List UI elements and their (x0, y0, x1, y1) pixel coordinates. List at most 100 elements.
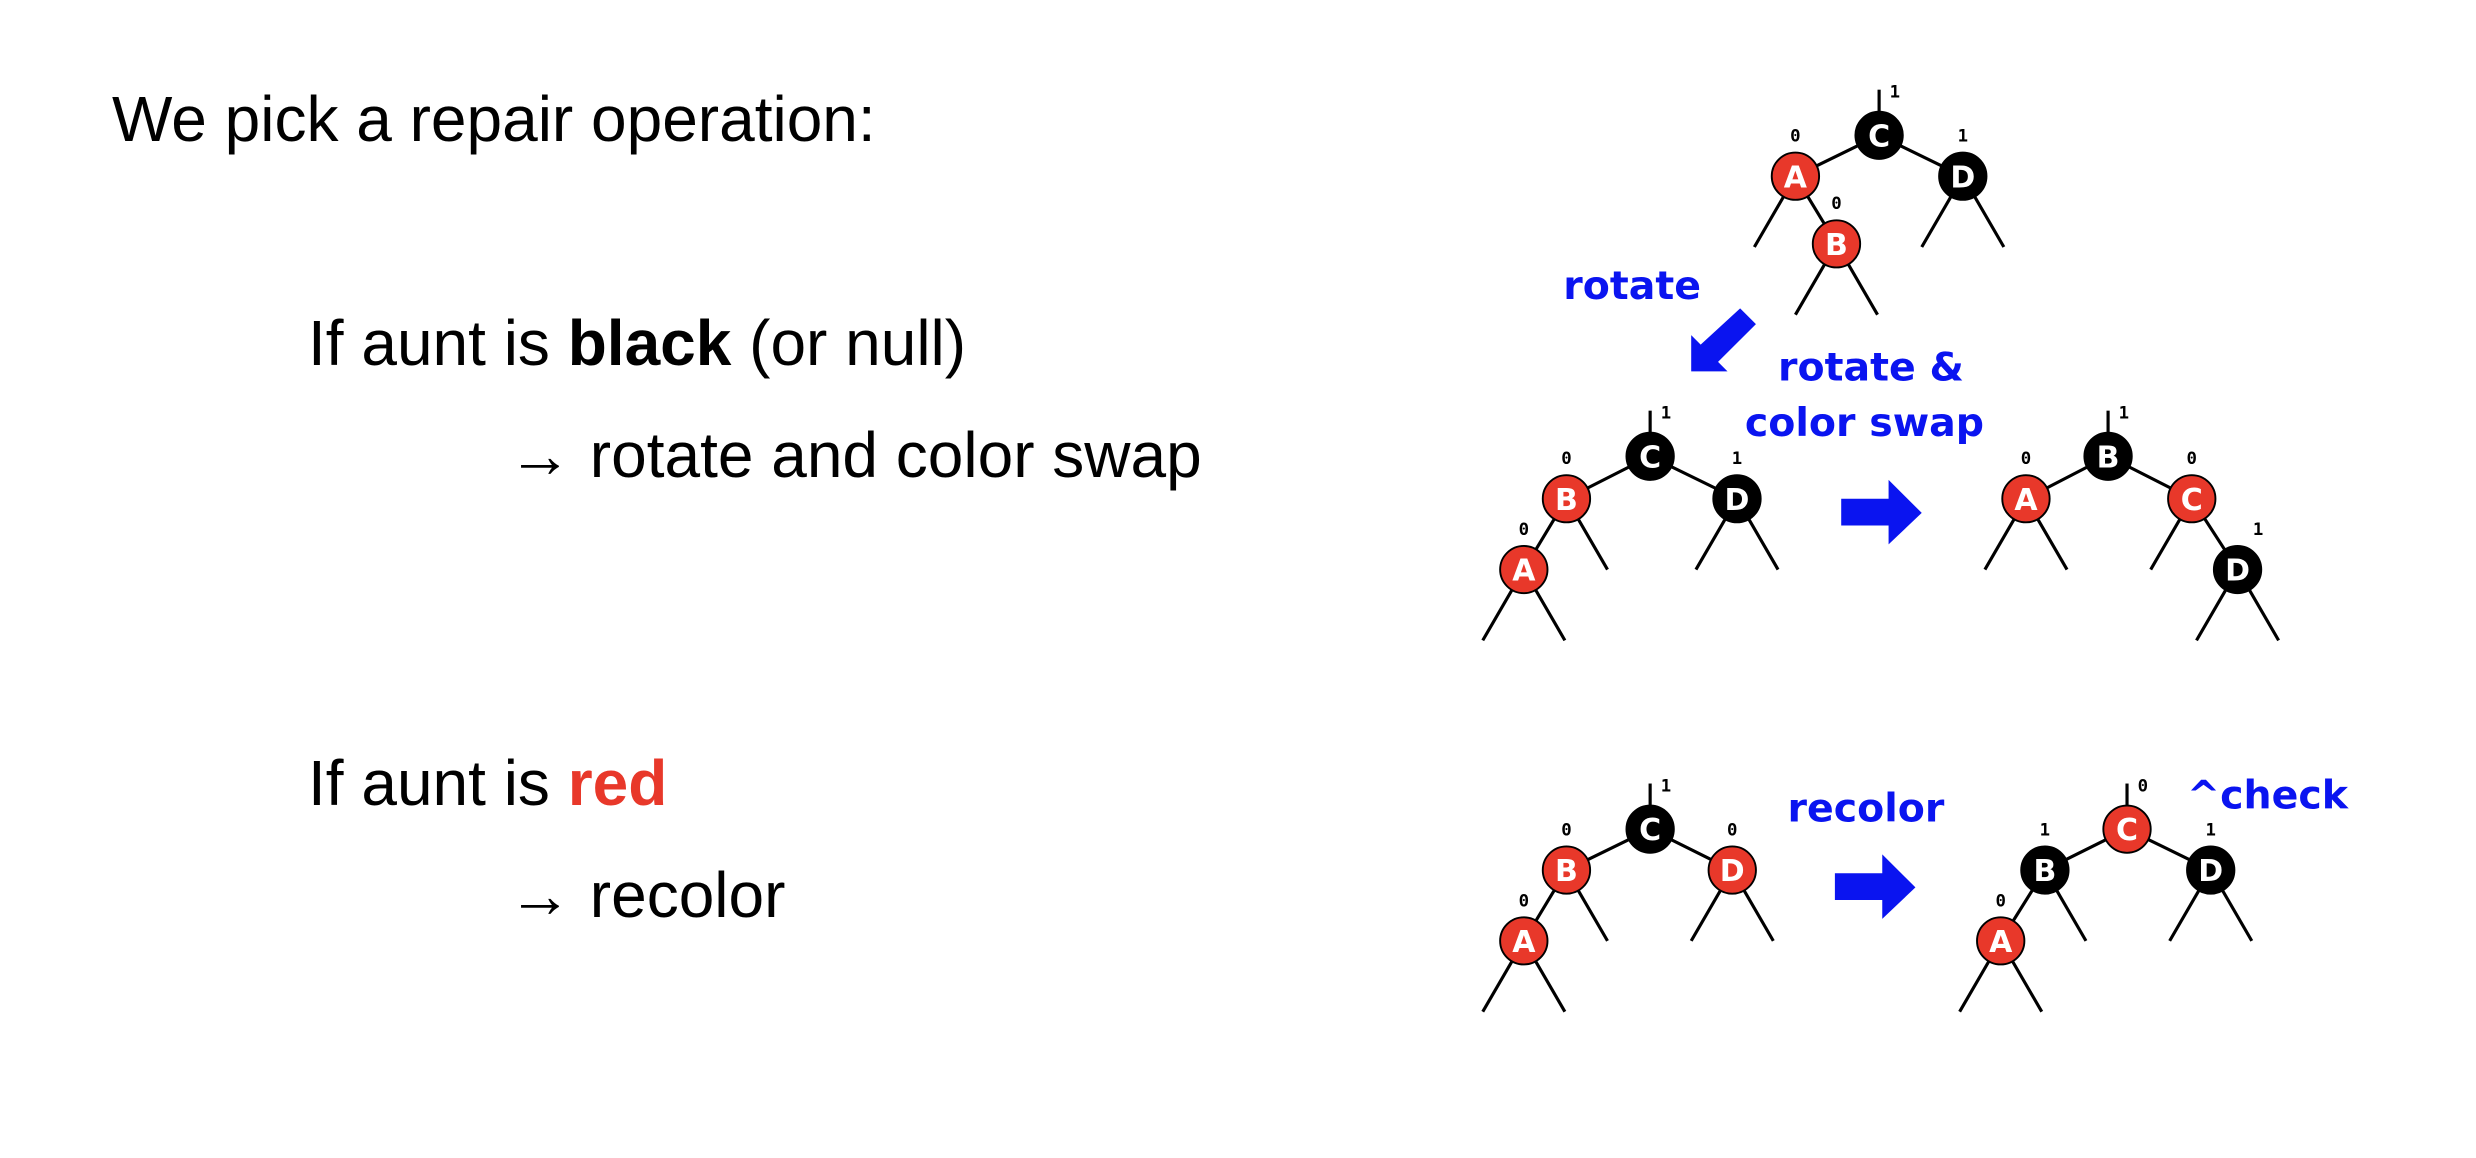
black-height-label: 1 (2119, 404, 2129, 424)
case-black-action-text: rotate and color swap (572, 419, 1202, 491)
node-circle (2212, 545, 2263, 595)
tree-node-a: A0 (2001, 449, 2051, 524)
node-circle (1499, 545, 1549, 595)
node-circle (2020, 845, 2070, 895)
black-height-label: 0 (2187, 449, 2197, 469)
tree-node-c: C0 (2102, 776, 2152, 854)
node-key: D (2198, 854, 2223, 889)
tree-node-c: C1 (1854, 83, 1904, 160)
black-height-label: 1 (1661, 404, 1671, 424)
black-height-label: 0 (1727, 820, 1737, 840)
tree-node-b: B0 (1541, 449, 1592, 524)
check-label: ^check (2187, 773, 2349, 819)
tree-node-c: C1 (1625, 404, 1675, 481)
tree-node-d: D1 (2186, 820, 2236, 895)
node-circle (1499, 916, 1549, 966)
node-circle (2083, 431, 2133, 481)
node-key: D (2225, 554, 2250, 589)
node-key: A (2014, 483, 2038, 518)
rotate-swap-label-line2: color swap (1745, 400, 1984, 446)
tree-node-d: D1 (1938, 127, 1988, 201)
black-height-label: 1 (1661, 776, 1671, 796)
node-circle (1625, 804, 1675, 854)
node-key: C (1639, 440, 1661, 475)
diagonal-arrow-icon (1691, 308, 1756, 372)
node-circle (2167, 474, 2217, 524)
black-height-label: 0 (2021, 449, 2031, 469)
node-circle (1854, 110, 1904, 160)
recolor-label: recolor (1788, 785, 1945, 831)
node-circle (1541, 845, 1592, 895)
black-height-label: 1 (2253, 520, 2263, 540)
tree-node-a: A0 (1499, 891, 1549, 966)
node-key: D (1725, 483, 1750, 518)
node-key: C (2116, 813, 2138, 848)
tree-node-d: D1 (2212, 520, 2263, 595)
right-arrow-icon (1834, 854, 1916, 919)
node-key: B (2097, 440, 2120, 475)
black-height-label: 0 (1561, 449, 1571, 469)
node-circle (2001, 474, 2051, 524)
tree-node-b: B1 (2083, 404, 2133, 481)
black-height-label: 0 (1561, 820, 1571, 840)
node-circle (1938, 151, 1988, 201)
tree-node-d: D0 (1707, 820, 1757, 895)
black-height-label: 1 (1890, 83, 1900, 103)
black-height-label: 0 (1519, 520, 1529, 540)
node-circle (1541, 474, 1592, 524)
node-circle (1707, 845, 1757, 895)
node-key: A (1512, 554, 1536, 589)
tree-node-b: B0 (1811, 194, 1862, 269)
case-black-action: → rotate and color swap (508, 418, 1202, 492)
tree-node-d: D1 (1712, 449, 1762, 524)
node-circle (2102, 804, 2152, 854)
node-key: B (1555, 854, 1578, 889)
node-circle (1976, 916, 2026, 966)
tree-node-a: A0 (1770, 127, 1821, 201)
node-key: C (1868, 119, 1890, 154)
rotate-swap-label-line1: rotate & (1778, 345, 1964, 391)
right-arrow-icon: → (508, 419, 572, 491)
black-height-label: 0 (1519, 891, 1529, 911)
case-red-action: → recolor (508, 858, 785, 932)
case-red-action-text: recolor (572, 859, 786, 931)
right-arrow-icon: → (508, 859, 572, 931)
black-height-label: 0 (1790, 127, 1800, 147)
node-key: A (1989, 925, 2013, 960)
black-height-label: 1 (1732, 449, 1742, 469)
node-key: D (1720, 854, 1745, 889)
node-key: B (1825, 228, 1848, 263)
node-key: B (1555, 483, 1578, 518)
tree-node-a: A0 (1976, 891, 2026, 966)
node-circle (1770, 151, 1821, 201)
node-circle (2186, 845, 2236, 895)
case-black-condition: If aunt is black (or null) (308, 306, 966, 380)
case-red-prefix: If aunt is (308, 747, 568, 819)
black-height-label: 0 (2138, 776, 2148, 796)
right-arrow-icon (1841, 479, 1922, 545)
node-key: D (1950, 160, 1975, 195)
black-height-label: 1 (1958, 127, 1968, 147)
black-height-label: 0 (1831, 194, 1841, 214)
node-circle (1712, 474, 1762, 524)
rotate-label: rotate (1563, 263, 1701, 309)
case-red-condition: If aunt is red (308, 746, 667, 820)
node-key: C (1639, 813, 1661, 848)
tree-node-b: B0 (1541, 820, 1592, 895)
tree-node-b: B1 (2020, 820, 2070, 895)
case-black-suffix: (or null) (731, 307, 967, 379)
tree-node-c: C0 (2167, 449, 2217, 524)
case-red-keyword: red (567, 747, 668, 819)
black-height-label: 1 (2040, 820, 2050, 840)
node-circle (1811, 219, 1862, 269)
black-height-label: 1 (2205, 820, 2215, 840)
node-key: A (1784, 160, 1808, 195)
black-height-label: 0 (1995, 891, 2005, 911)
tree-node-c: C1 (1625, 776, 1675, 854)
